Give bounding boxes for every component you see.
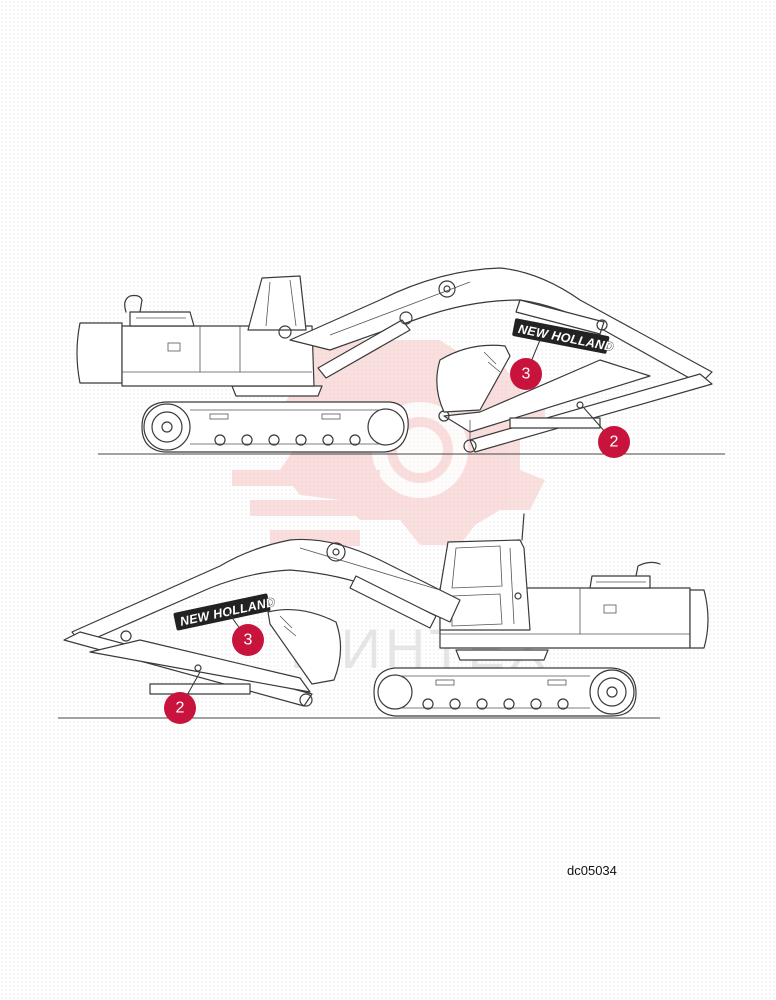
lower-track [373,667,637,717]
lower-arm [63,630,313,707]
svg-text:2: 2 [176,700,185,717]
callout-3-upper: 3 [510,358,542,390]
svg-text:2: 2 [610,434,619,451]
callout-3-lower: 3 [232,624,264,656]
svg-text:3: 3 [522,366,531,383]
upper-arm [438,359,713,453]
lower-excavator: NEW HOLLAND 3 2 [58,513,709,724]
callout-2-upper: 2 [598,426,630,458]
lower-house [439,513,709,649]
callout-2-lower: 2 [164,692,196,724]
upper-house [76,275,315,387]
upper-excavator: NEW HOLLAND 3 2 [76,267,725,458]
lower-bucket [267,608,342,685]
upper-track [141,401,409,453]
upper-bucket [436,344,511,440]
svg-text:3: 3 [244,632,253,649]
drawing-code-label: dc05034 [567,863,617,878]
